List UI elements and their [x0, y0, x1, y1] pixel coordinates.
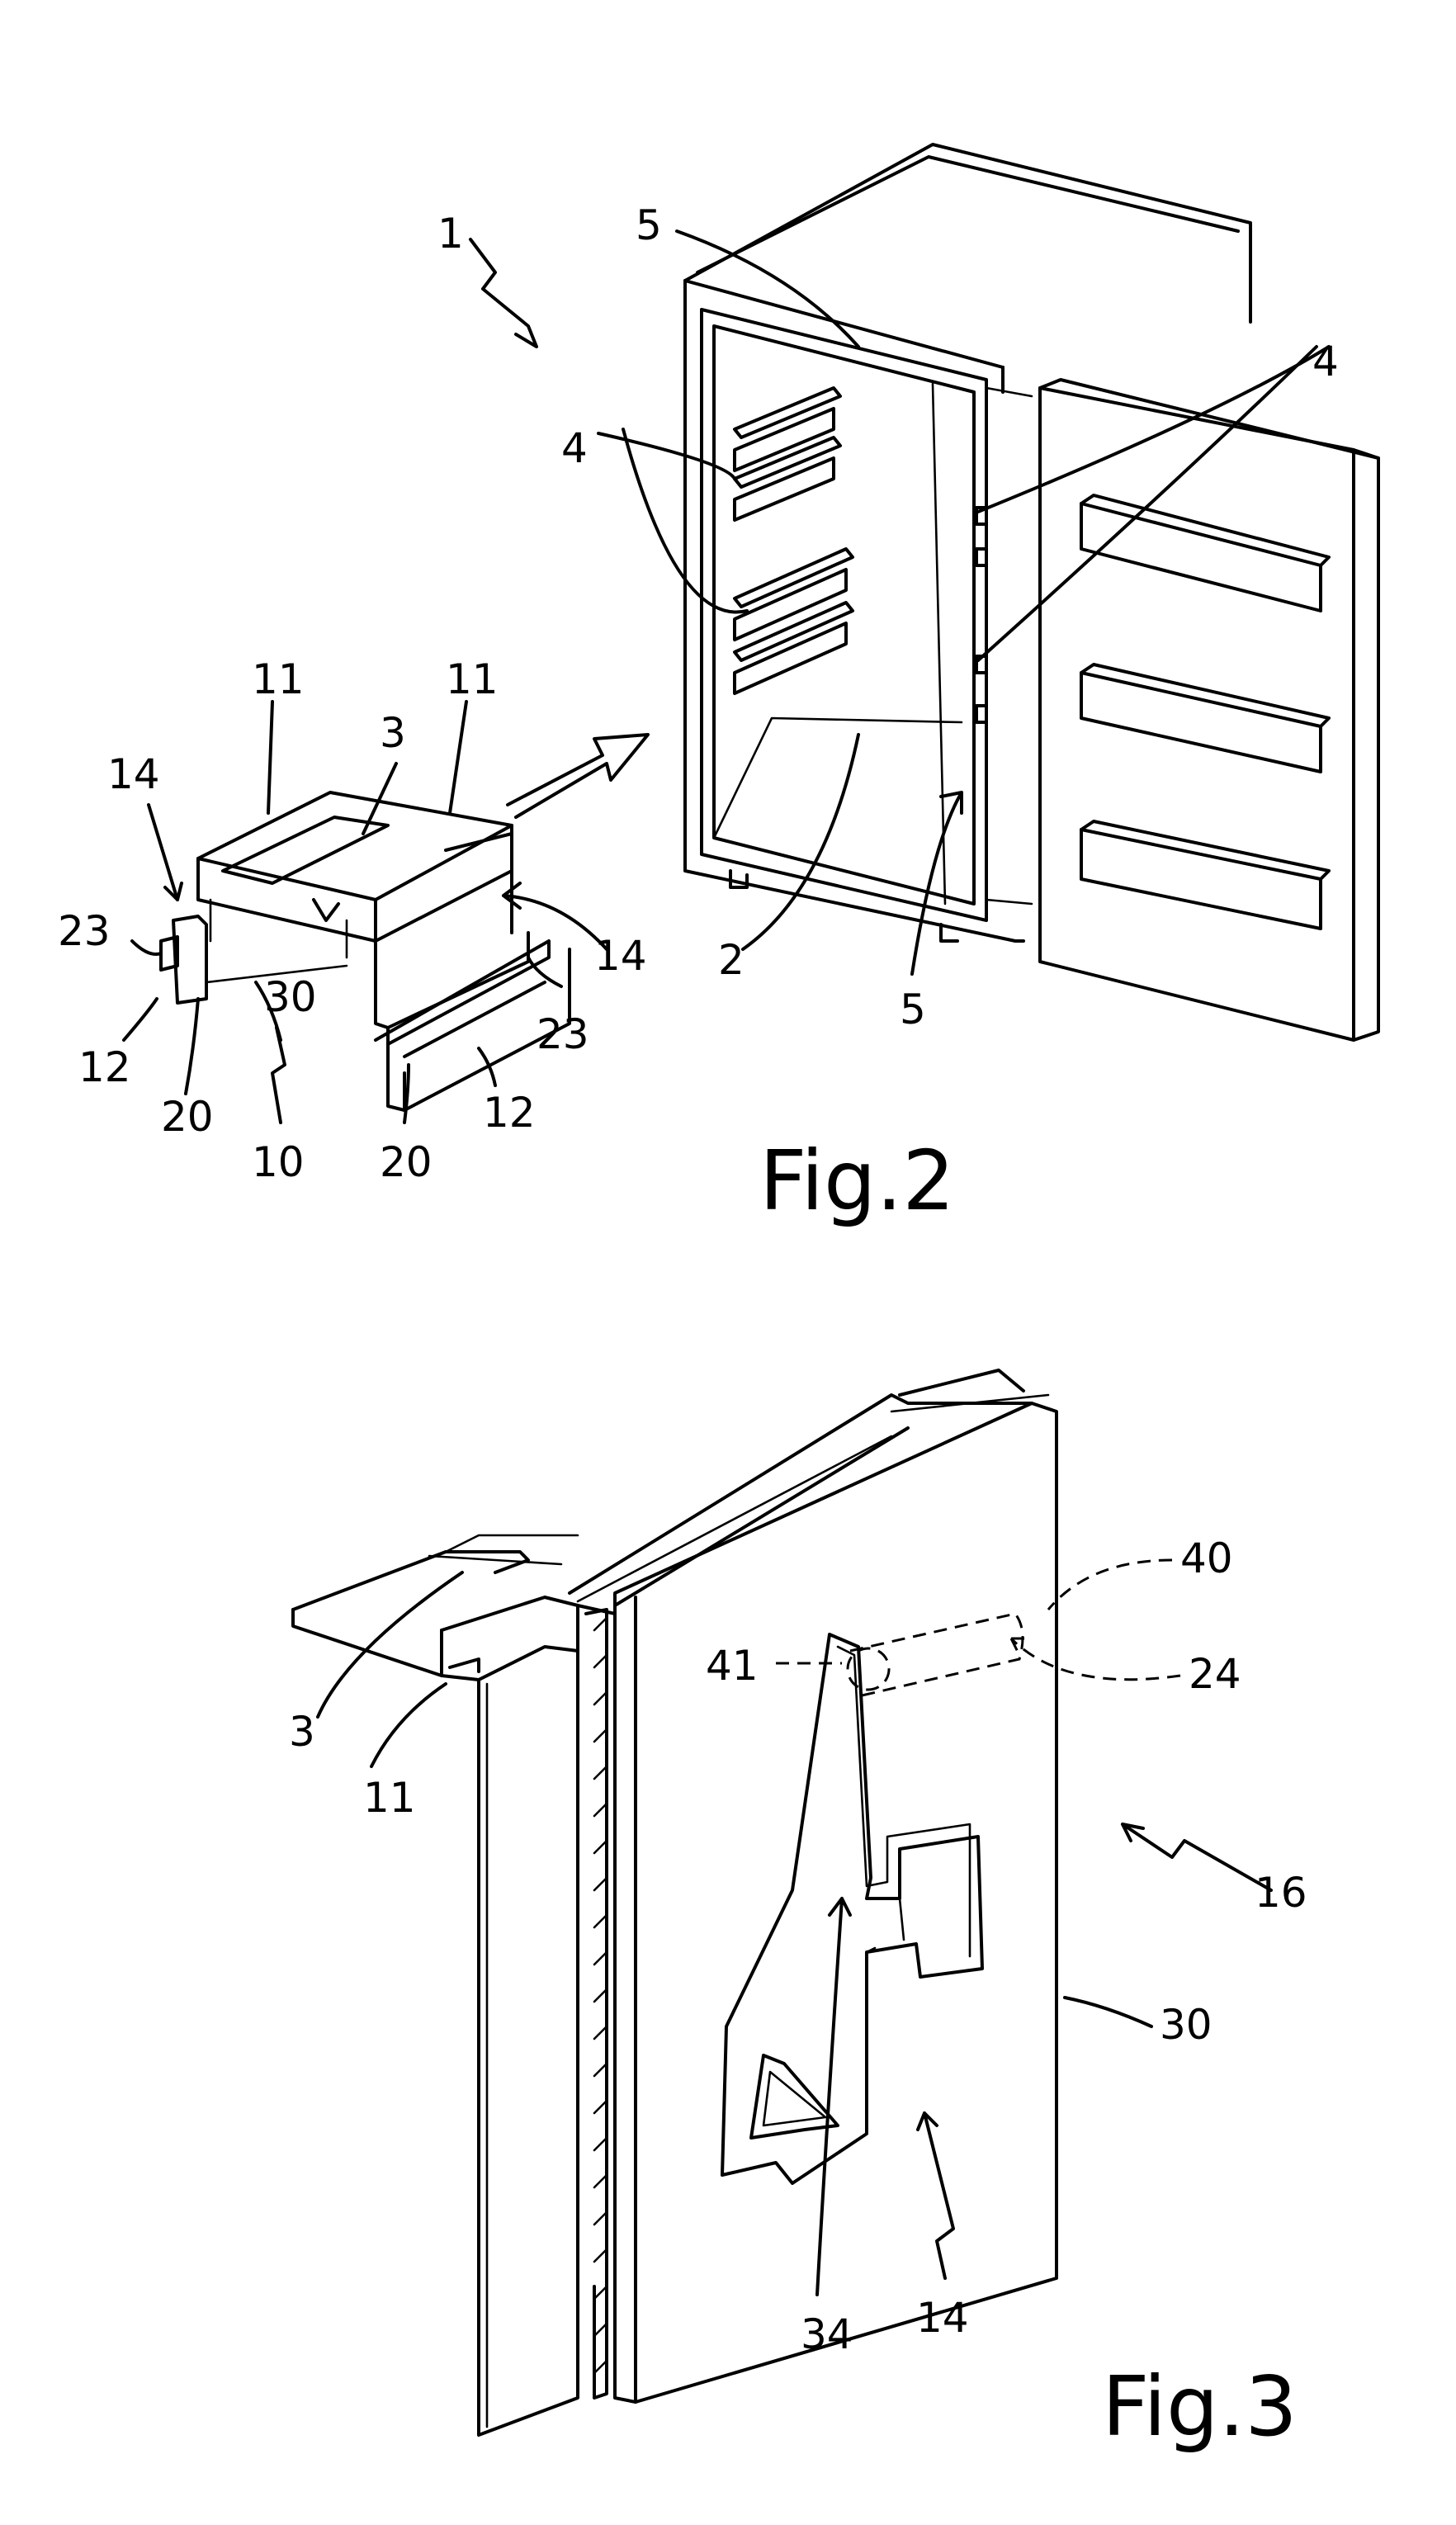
- fig3-pin: [848, 1614, 1023, 1696]
- fig3-label-16: 16: [1255, 1869, 1307, 1917]
- fig2-label-30: 30: [264, 973, 317, 1021]
- fig3-label-30: 30: [1160, 2001, 1213, 2049]
- fig2-label-5-bottom: 5: [900, 986, 926, 1033]
- fig2-label-4-left: 4: [561, 424, 588, 472]
- fig2-cabinet: [685, 144, 1250, 941]
- fig3-hatched-section: [586, 1610, 607, 2398]
- fig2-label-12-left: 12: [78, 1043, 131, 1091]
- fig2-label-14-right: 14: [594, 932, 647, 980]
- fig2-label-5-top: 5: [636, 201, 662, 249]
- fig2-door: [1040, 380, 1378, 1040]
- fig3-wall: [442, 1428, 908, 2435]
- fig3-label-14: 14: [916, 2294, 969, 2342]
- fig2-label-12-right: 12: [483, 1089, 536, 1137]
- fig2-label-3: 3: [380, 709, 406, 757]
- fig2-label-11-left: 11: [252, 655, 305, 703]
- fig2-caption: Fig.2: [759, 1132, 955, 1229]
- fig3-label-24: 24: [1189, 1650, 1241, 1698]
- fig2-label-10: 10: [252, 1138, 305, 1186]
- fig2-label-4-right: 4: [1312, 338, 1339, 385]
- fig2-label-20-left: 20: [161, 1093, 214, 1141]
- fig3-shelf-plate: [293, 1535, 578, 1676]
- fig3-leader-lines: [318, 1560, 1271, 2295]
- fig3-side-panel: [570, 1370, 1057, 2402]
- fig2-label-23-right: 23: [537, 1010, 589, 1058]
- fig3-label-34: 34: [801, 2310, 853, 2358]
- fig3-label-3: 3: [289, 1708, 315, 1756]
- fig2-label-14-left: 14: [107, 750, 160, 798]
- fig2-label-2: 2: [718, 936, 745, 984]
- fig2-labels: 1 5 4 4 11 11 3 14 23 14 30 2 5 23 12 12…: [58, 201, 1339, 1186]
- fig3-slot: [722, 1634, 982, 2183]
- fig2-label-23-left: 23: [58, 907, 111, 955]
- fig2-label-20-right: 20: [380, 1138, 433, 1186]
- fig3-drawing: 40 41 24 3 11 16 30 34 14 Fig.3: [289, 1370, 1307, 2455]
- fig2-drawing: 1 5 4 4 11 11 3 14 23 14 30 2 5 23 12 12…: [58, 144, 1378, 1229]
- fig2-label-1: 1: [437, 210, 464, 258]
- fig3-label-41: 41: [706, 1642, 759, 1690]
- fig3-label-40: 40: [1180, 1534, 1233, 1582]
- fig2-label-11-right: 11: [446, 655, 499, 703]
- fig3-caption: Fig.3: [1102, 2358, 1298, 2455]
- fig3-label-11: 11: [363, 1774, 416, 1822]
